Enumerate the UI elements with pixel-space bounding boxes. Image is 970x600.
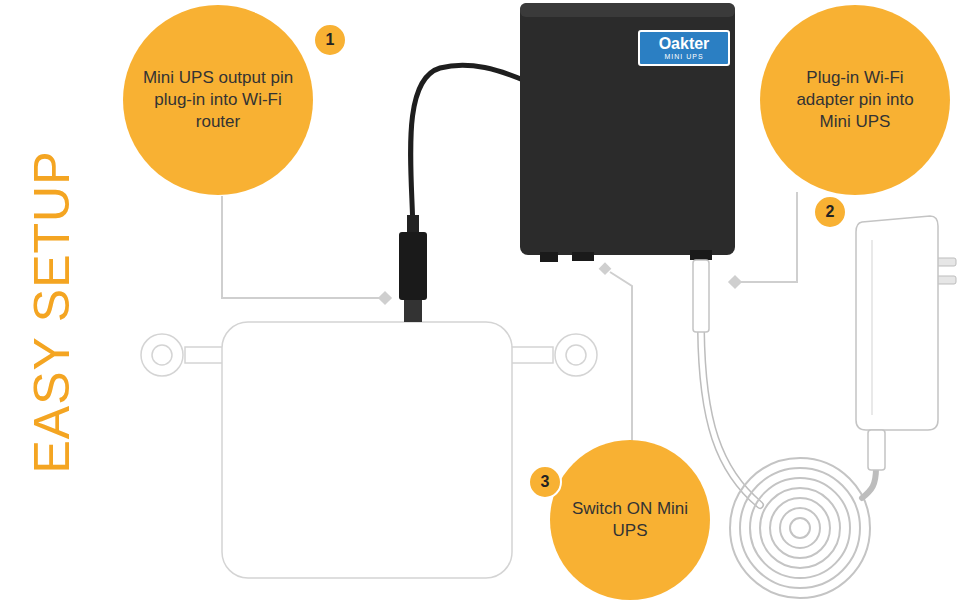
vertical-title: EASY SETUP: [23, 150, 81, 473]
adapter-body: [856, 216, 938, 430]
ups-top-edge: [520, 3, 735, 17]
cable-strain-relief: [693, 260, 709, 332]
coil-ring: [750, 478, 850, 578]
leader-line: [740, 192, 797, 282]
dc-cable: [411, 65, 528, 232]
wall-adapter: [856, 216, 956, 470]
antenna-arm: [509, 347, 553, 363]
adapter-prong: [936, 258, 956, 266]
leader-line: [222, 196, 380, 298]
brand-logo: OakterMINI UPS: [638, 30, 730, 66]
ups-body: [520, 3, 735, 255]
leader-line: [610, 272, 632, 441]
brand-name: Oakter: [659, 36, 710, 53]
plug-body: [399, 232, 427, 300]
callout-badge: 2: [813, 195, 847, 229]
adapter-edge: [871, 240, 873, 415]
coil-ring: [770, 498, 830, 558]
coil-ring: [760, 488, 840, 568]
adapter-strain-relief: [868, 430, 885, 470]
leader-diamond: [728, 275, 742, 289]
coil-ring: [740, 468, 860, 588]
leader-diamond: [378, 291, 392, 305]
ups-port: [540, 252, 558, 262]
callout-text: Mini UPS output pin plug-in into Wi-Fi r…: [142, 67, 294, 133]
cable-coil: [730, 458, 870, 598]
callout-circle: Plug-in Wi-Fi adapter pin into Mini UPS: [760, 5, 950, 195]
adapter-prong: [936, 276, 956, 284]
callout-text: Plug-in Wi-Fi adapter pin into Mini UPS: [779, 67, 931, 133]
adapter-cable: [862, 468, 876, 498]
callout-number: 3: [541, 473, 550, 491]
product-name: MINI UPS: [664, 53, 703, 61]
callout-circle: Switch ON Mini UPS: [550, 440, 710, 600]
leader-diamond: [599, 262, 612, 275]
callout-number: 1: [326, 31, 335, 49]
antenna-cap: [141, 334, 183, 376]
antenna-arm: [185, 347, 225, 363]
coil-ring: [730, 458, 870, 598]
router-body: [222, 322, 512, 578]
leader-markers: [378, 262, 742, 305]
callout-text: Switch ON Mini UPS: [565, 498, 695, 542]
ups-input-port: [690, 250, 712, 260]
mini-ups: [520, 3, 735, 262]
coil-ring: [780, 508, 820, 548]
coil-ring: [790, 518, 810, 538]
antenna-cap: [555, 334, 597, 376]
callout-circle: Mini UPS output pin plug-in into Wi-Fi r…: [123, 5, 313, 195]
dc-plug: [399, 215, 427, 322]
antenna-cap: [152, 345, 172, 365]
callout-badge: 3: [528, 465, 562, 499]
callout-number: 2: [826, 203, 835, 221]
wifi-router: [141, 322, 597, 578]
antenna-cap: [566, 345, 586, 365]
callout-badge: 1: [313, 23, 347, 57]
ups-switch: [572, 252, 594, 261]
plug-pin: [404, 300, 422, 322]
